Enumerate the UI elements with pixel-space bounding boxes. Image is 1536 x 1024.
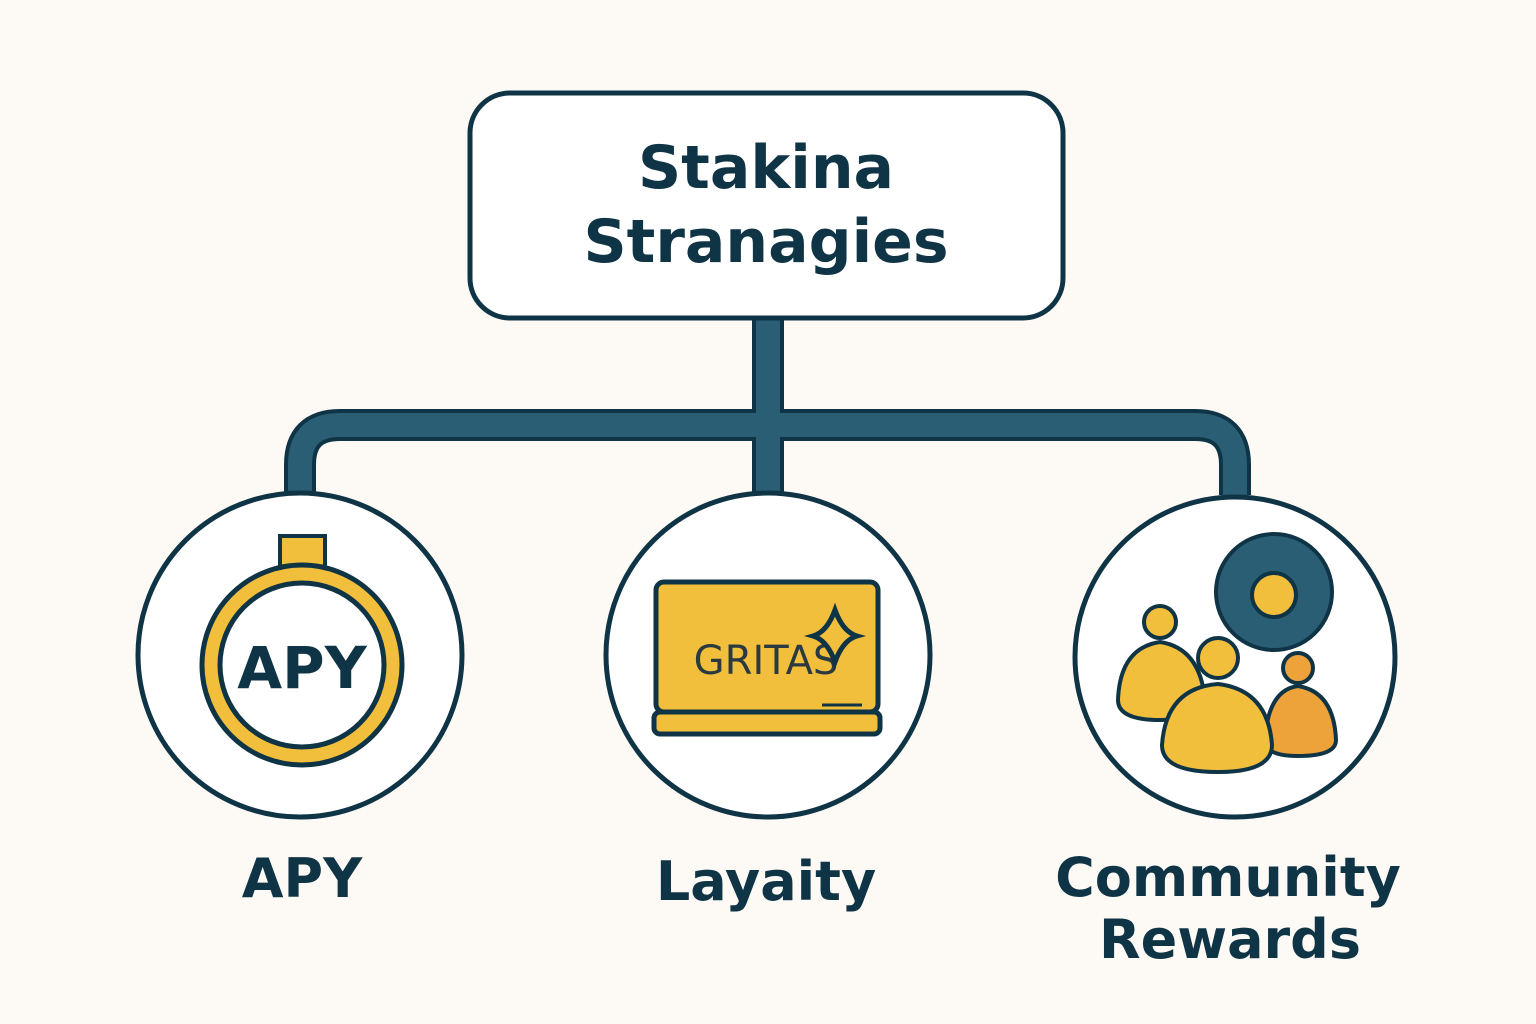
child-label-rewards: Rewards: [1099, 908, 1361, 971]
apy-medal-icon: APY: [199, 534, 405, 768]
child-node-loyalty: GRITAS Layaity: [603, 490, 933, 913]
child-label-community: Community: [1055, 846, 1401, 909]
child-node-community-rewards: Community Rewards: [1055, 494, 1401, 971]
root-title-line1: Stakina: [638, 133, 894, 203]
child-label-loyalty: Layaity: [656, 850, 876, 913]
child-label-apy: APY: [242, 847, 363, 910]
apy-icon-text: APY: [237, 634, 367, 702]
root-title-line2: Stranagies: [583, 207, 948, 277]
connector-lines-fill: [288, 318, 1247, 495]
community-people-icon: [1115, 532, 1339, 775]
root-node: Stakina Stranagies: [467, 90, 1066, 321]
sparkle-icon: [803, 602, 867, 670]
loyalty-card-icon: GRITAS: [651, 579, 883, 737]
loyalty-icon-text: GRITAS: [694, 638, 839, 684]
child-node-apy: APY APY: [135, 490, 465, 910]
